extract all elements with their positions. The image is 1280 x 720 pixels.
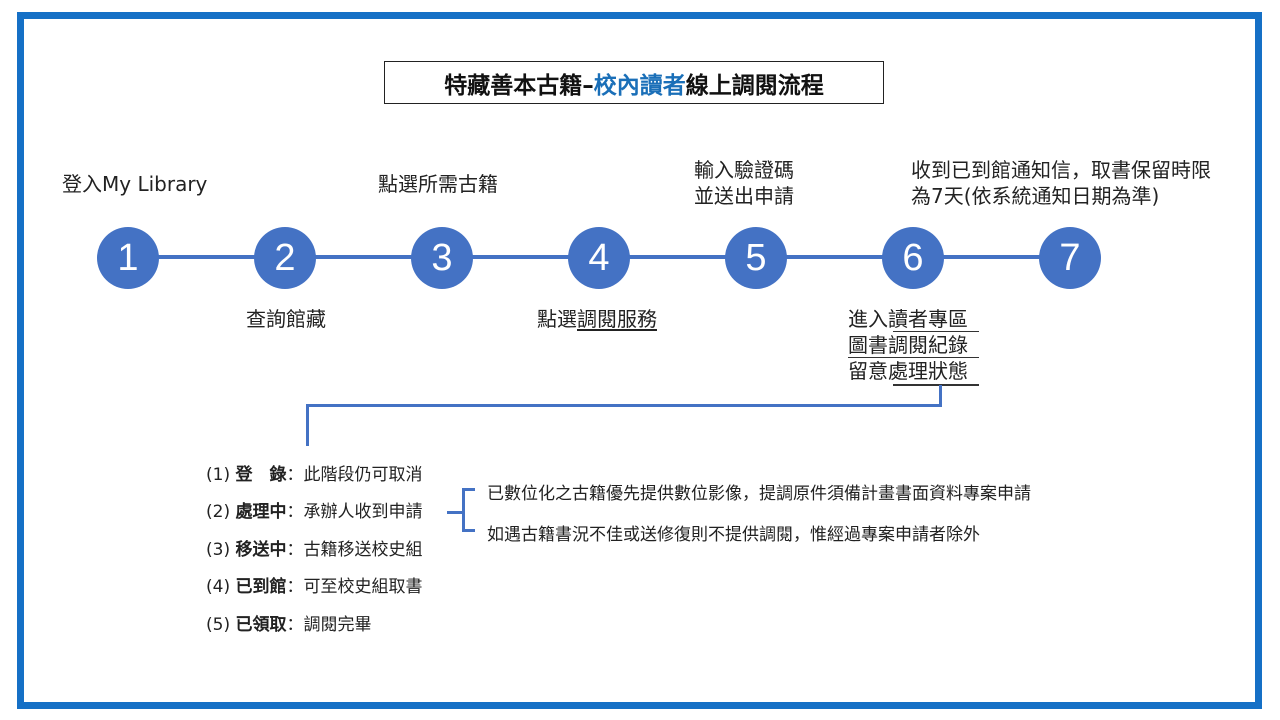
page-title: 特藏善本古籍–校內讀者線上調閱流程	[384, 61, 884, 104]
status-desc: 調閱完畢	[303, 615, 372, 635]
status-desc: 承辦人收到申請	[303, 502, 423, 522]
status-item-5: (5) 已領取：調閱完畢	[206, 614, 372, 636]
status-num: (4)	[206, 577, 231, 597]
status-name: 移送中	[235, 540, 287, 560]
note-2: 如遇古籍書況不佳或送修復則不提供調閱，惟經過專案申請者除外	[487, 525, 980, 545]
status-num: (2)	[206, 502, 231, 522]
status-connector-horizontal	[306, 404, 942, 407]
step-2-label-line: 查詢館藏	[246, 307, 326, 331]
status-num: (3)	[206, 540, 231, 560]
step-5-label-line-1: 輸入驗證碼	[694, 158, 794, 182]
step-7-label-line-2: 為7天(依系統通知日期為準)	[911, 184, 1160, 208]
status-item-3: (3) 移送中：古籍移送校史組	[206, 539, 423, 561]
status-connector-vertical-left	[306, 404, 309, 446]
step-3-circle: 3	[411, 227, 473, 289]
status-item-1: (1) 登 錄：此階段仍可取消	[206, 464, 423, 486]
status-name: 處理中	[235, 502, 287, 522]
page-frame	[17, 12, 1262, 709]
status-num: (5)	[206, 615, 231, 635]
status-sep: ：	[286, 502, 304, 522]
step-6-underline-1	[893, 331, 979, 332]
step-5-label-line-2: 並送出申請	[694, 184, 794, 208]
status-item-4: (4) 已到館：可至校史組取書	[206, 576, 423, 598]
status-sep: ：	[286, 465, 304, 485]
notes-bracket-stem	[447, 511, 463, 514]
status-name: 已領取	[235, 615, 287, 635]
step-7-label-line-1: 收到已到館通知信，取書保留時限	[911, 158, 1211, 182]
step-1-label-line: 登入My Library	[62, 172, 208, 196]
notes-bracket-top	[462, 488, 475, 491]
step-2-label: 查詢館藏	[246, 306, 326, 332]
step-1-circle: 1	[97, 227, 159, 289]
step-6-label-line-2: 圖書調閱紀錄	[848, 333, 968, 357]
step-7-circle: 7	[1039, 227, 1101, 289]
notes-bracket-bottom	[462, 529, 475, 532]
step-3-label-line: 點選所需古籍	[378, 172, 498, 196]
status-num: (1)	[206, 465, 231, 485]
step-6-underline-2	[848, 357, 979, 358]
step-6-label: 進入讀者專區 圖書調閱紀錄 留意處理狀態	[848, 306, 968, 384]
status-name: 登 錄	[235, 465, 287, 485]
step-5-circle: 5	[725, 227, 787, 289]
status-sep: ：	[286, 577, 304, 597]
step-6-label-line-3: 留意處理狀態	[848, 359, 968, 383]
title-highlight: 校內讀者	[593, 72, 686, 99]
step-6-underline-3	[893, 384, 979, 386]
status-item-2: (2) 處理中：承辦人收到申請	[206, 501, 423, 523]
status-desc: 此階段仍可取消	[303, 465, 423, 485]
status-sep: ：	[286, 540, 304, 560]
step-6-circle: 6	[882, 227, 944, 289]
step-2-circle: 2	[254, 227, 316, 289]
step-1-label: 登入My Library	[62, 171, 207, 197]
title-suffix: 線上調閱流程	[685, 72, 824, 99]
note-1: 已數位化之古籍優先提供數位影像，提調原件須備計畫書面資料專案申請	[487, 484, 1031, 504]
step-6-label-line-1: 進入讀者專區	[848, 307, 968, 331]
status-name: 已到館	[235, 577, 287, 597]
notes-bracket-vertical	[462, 488, 465, 532]
title-prefix: 特藏善本古籍–	[444, 72, 594, 99]
step-3-label: 點選所需古籍	[378, 171, 498, 197]
step-5-label: 輸入驗證碼 並送出申請	[694, 157, 794, 209]
status-desc: 可至校史組取書	[303, 577, 423, 597]
step-7-label: 收到已到館通知信，取書保留時限 為7天(依系統通知日期為準)	[911, 157, 1211, 209]
step-4-label-underlined: 調閱服務	[577, 307, 657, 331]
status-sep: ：	[286, 615, 304, 635]
step-4-label-plain: 點選	[537, 307, 577, 331]
step-4-label: 點選調閱服務	[537, 306, 657, 332]
step-4-circle: 4	[568, 227, 630, 289]
status-desc: 古籍移送校史組	[303, 540, 423, 560]
status-connector-vertical-right	[939, 385, 942, 407]
